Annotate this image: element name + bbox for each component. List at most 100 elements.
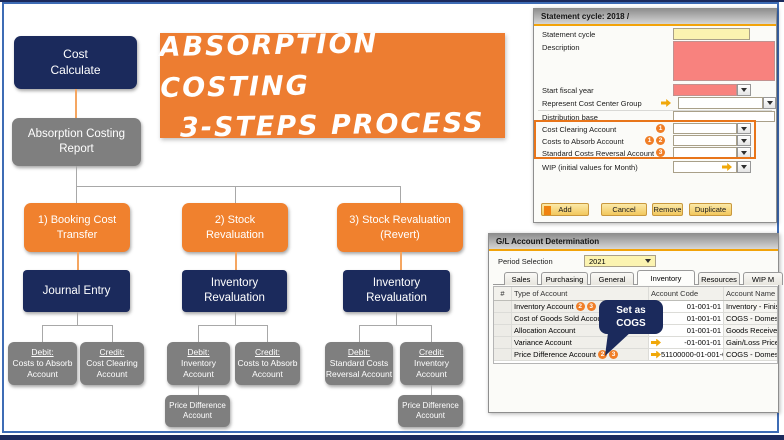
window-title: G/L Account Determination <box>496 237 600 246</box>
window-titlebar[interactable]: Statement cycle: 2018 / <box>534 9 776 24</box>
tab-general[interactable]: General <box>590 272 634 285</box>
top-edge-bar <box>0 0 784 2</box>
tab-sales[interactable]: Sales <box>504 272 538 285</box>
callout-line-2: COGS <box>616 318 646 329</box>
statement-cycle-label: Statement cycle <box>542 30 596 39</box>
account-name: Inventory Account <box>414 357 449 380</box>
account-type: Inventory Account <box>514 302 574 311</box>
table-row[interactable]: Price Difference Account 2 3 51100000-01… <box>494 349 777 361</box>
represent-group-label: Represent Cost Center Group <box>542 99 642 108</box>
cancel-button[interactable]: Cancel <box>601 203 647 216</box>
node-credit-account-2: Credit:Costs to Absorb Account <box>235 342 300 385</box>
banner-line-2: 3-Steps Process <box>179 107 486 144</box>
step-badge: 3 <box>609 350 618 359</box>
credit-label: Credit: <box>418 346 445 357</box>
step-badge: 2 <box>598 350 607 359</box>
duplicate-button[interactable]: Duplicate <box>689 203 732 216</box>
cost-clearing-combo[interactable] <box>673 123 737 134</box>
chevron-down-icon[interactable] <box>737 135 751 146</box>
account-name: Costs to Absorb Account <box>237 357 298 380</box>
account-name: Standard Costs Reversal Account <box>325 357 393 380</box>
costs-to-absorb-combo[interactable] <box>673 135 737 146</box>
node-debit-account-3: Debit:Standard Costs Reversal Account <box>325 342 393 385</box>
remove-button[interactable]: Remove <box>652 203 683 216</box>
button-label: Duplicate <box>694 205 727 214</box>
represent-group-combo[interactable] <box>678 97 763 109</box>
node-step-1: 1) Booking Cost Transfer <box>24 203 130 252</box>
step-badge: 2 <box>575 302 585 311</box>
bottom-edge-bar <box>0 435 784 440</box>
row-gutter <box>494 313 512 324</box>
period-value: 2021 <box>589 256 606 266</box>
focus-marker <box>544 206 551 215</box>
connector <box>431 325 432 342</box>
account-type: Allocation Account <box>514 326 576 335</box>
connector <box>235 312 236 325</box>
account-name: COGS - Domestic <box>726 350 777 359</box>
callout-line-1: Set as <box>616 305 646 316</box>
window-titlebar[interactable]: G/L Account Determination <box>489 234 778 249</box>
connector <box>235 252 237 270</box>
description-textarea[interactable] <box>673 41 775 81</box>
account-type: Price Difference Account <box>514 350 596 359</box>
account-code: 51100000-01-001-01 <box>661 350 724 359</box>
chevron-down-icon[interactable] <box>737 84 751 96</box>
credit-label: Credit: <box>99 346 125 357</box>
chevron-down-icon[interactable] <box>737 123 751 134</box>
tab-wip[interactable]: WIP M <box>743 272 783 285</box>
account-code: -01-001-01 <box>684 338 721 347</box>
wip-label: WIP (initial values for Month) <box>542 163 638 172</box>
start-fiscal-year-label: Start fiscal year <box>542 86 594 95</box>
debit-label: Debit: <box>31 346 54 357</box>
connector <box>198 325 199 342</box>
wip-combo[interactable] <box>673 161 737 173</box>
period-selection-combo[interactable]: 2021 <box>584 255 656 267</box>
account-code-cell: -01-001-01 <box>649 337 724 348</box>
tab-label: Resources <box>701 274 737 284</box>
account-type: Cost of Goods Sold Account <box>514 314 608 323</box>
account-name-cell: Gain/Loss Price Va <box>724 337 777 348</box>
banner-line-1: Absorption Costing <box>159 27 379 104</box>
link-arrow-icon[interactable] <box>722 163 732 171</box>
table-header-row: # Type of Account Account Code Account N… <box>494 287 777 301</box>
tab-purchasing[interactable]: Purchasing <box>541 272 588 285</box>
account-name: Costs to Absorb Account <box>12 357 73 380</box>
account-text: Credit:Costs to Absorb Account <box>235 347 300 380</box>
node-inventory-revaluation-1: Inventory Revaluation <box>182 270 287 312</box>
tab-inventory[interactable]: Inventory <box>637 270 695 285</box>
node-label: 3) Stock Revaluation (Revert) <box>349 214 451 241</box>
account-code: 01-001-01 <box>686 326 721 335</box>
header-name: Account Name <box>726 289 776 298</box>
account-code-cell: 51100000-01-001-01 <box>649 349 724 360</box>
step-badge: 1 <box>656 124 665 133</box>
statement-cycle-input[interactable] <box>673 28 750 40</box>
connector <box>235 186 236 203</box>
account-name: Gain/Loss Price Va <box>726 338 777 347</box>
connector <box>77 312 78 325</box>
node-label: Inventory Revaluation <box>366 277 427 304</box>
row-gutter <box>494 349 512 360</box>
tab-label: General <box>598 274 626 284</box>
link-arrow-icon[interactable] <box>651 350 661 359</box>
link-arrow-icon[interactable] <box>661 99 671 107</box>
distribution-base-label: Distribution base <box>542 113 598 122</box>
chevron-down-icon[interactable] <box>737 161 751 173</box>
account-text: Debit:Inventory Account <box>167 347 230 380</box>
connector <box>359 325 432 326</box>
tab-resources[interactable]: Resources <box>698 272 740 285</box>
table-row[interactable]: Variance Account -01-001-01 Gain/Loss Pr… <box>494 337 777 349</box>
account-code-cell: 01-001-01 <box>649 325 724 336</box>
connector <box>76 186 77 203</box>
link-arrow-icon[interactable] <box>651 338 661 347</box>
chevron-down-icon[interactable] <box>763 97 776 109</box>
standard-costs-reversal-label: Standard Costs Reversal Account <box>542 149 655 158</box>
account-text: Credit:Cost Clearing Account <box>80 347 144 380</box>
start-fiscal-year-combo[interactable] <box>673 84 737 96</box>
tab-label: Inventory <box>650 273 682 283</box>
gl-account-determination-window: G/L Account Determination Period Selecti… <box>488 233 783 413</box>
account-code: 01-001-01 <box>686 314 721 323</box>
tab-label: Purchasing <box>545 274 584 284</box>
add-button[interactable]: Add <box>541 203 589 216</box>
account-text: Debit:Costs to Absorb Account <box>8 347 77 380</box>
connector <box>431 385 432 395</box>
